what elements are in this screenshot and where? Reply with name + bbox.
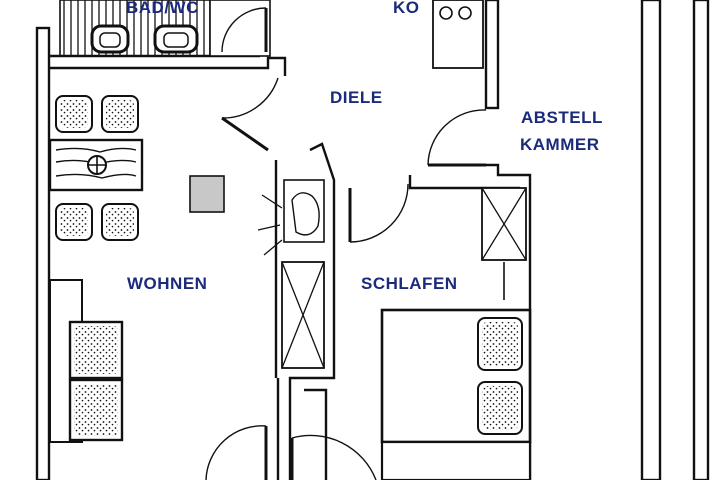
toilet-icon xyxy=(90,24,130,54)
column-icon xyxy=(189,175,225,213)
bedroom-wardrobe xyxy=(481,187,527,300)
central-wall xyxy=(257,142,336,480)
label-schlafen: SCHLAFEN xyxy=(361,274,458,293)
bottom-doors xyxy=(205,425,377,480)
stove-burner-icon xyxy=(458,6,472,20)
stove-burner-icon xyxy=(439,6,453,20)
label-diele: DIELE xyxy=(330,88,383,107)
sofa-icon xyxy=(49,279,124,443)
kitchen xyxy=(432,0,500,110)
dining-set xyxy=(48,95,144,241)
outer-walls xyxy=(35,0,710,480)
label-wohnen: WOHNEN xyxy=(127,274,207,293)
sink-icon xyxy=(153,24,199,54)
label-ko: KO xyxy=(393,0,420,17)
label-abstell: ABSTELL xyxy=(521,108,603,127)
bathroom xyxy=(59,0,271,57)
label-bad-wc: BAD/WC xyxy=(126,0,199,17)
bed-icon xyxy=(380,308,532,480)
label-kammer: KAMMER xyxy=(520,135,600,154)
hall-walls xyxy=(221,77,532,480)
